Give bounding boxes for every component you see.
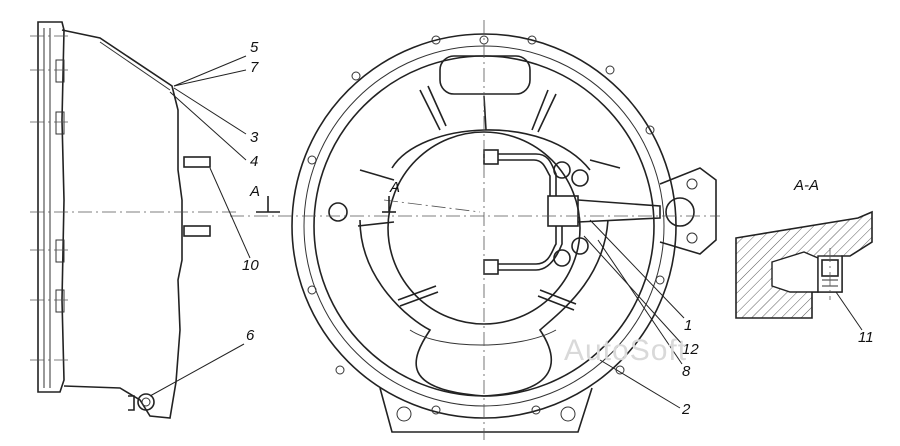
oil-pipes [483, 149, 563, 275]
callout-11: 11 [858, 329, 874, 346]
studs [183, 156, 211, 237]
callout-8: 8 [682, 363, 691, 380]
watermark: AutoSoft [564, 334, 687, 367]
leader-lines [149, 55, 863, 409]
callout-labels: 5 7 3 4 10 6 1 12 8 2 11 A-A A A AutoSof… [242, 39, 874, 418]
drain-plug [128, 393, 155, 411]
flange-bolt-holes [307, 35, 665, 415]
flange-bosses [55, 59, 65, 313]
front-view [230, 20, 720, 440]
callout-12: 12 [682, 341, 699, 358]
callout-6: 6 [246, 327, 255, 344]
release-fork-shaft [547, 161, 661, 267]
callout-2: 2 [681, 401, 691, 418]
section-title: A-A [793, 177, 819, 194]
side-view [30, 21, 240, 419]
section-marker-left: A [249, 183, 260, 200]
callout-10: 10 [242, 257, 259, 274]
callout-4: 4 [250, 153, 258, 170]
callout-5: 5 [250, 39, 259, 56]
callout-1: 1 [684, 317, 692, 334]
ribs [357, 85, 621, 311]
callout-7: 7 [250, 59, 259, 76]
section-marker-right: A [389, 179, 400, 196]
callout-3: 3 [250, 129, 259, 146]
section-view [735, 210, 873, 319]
